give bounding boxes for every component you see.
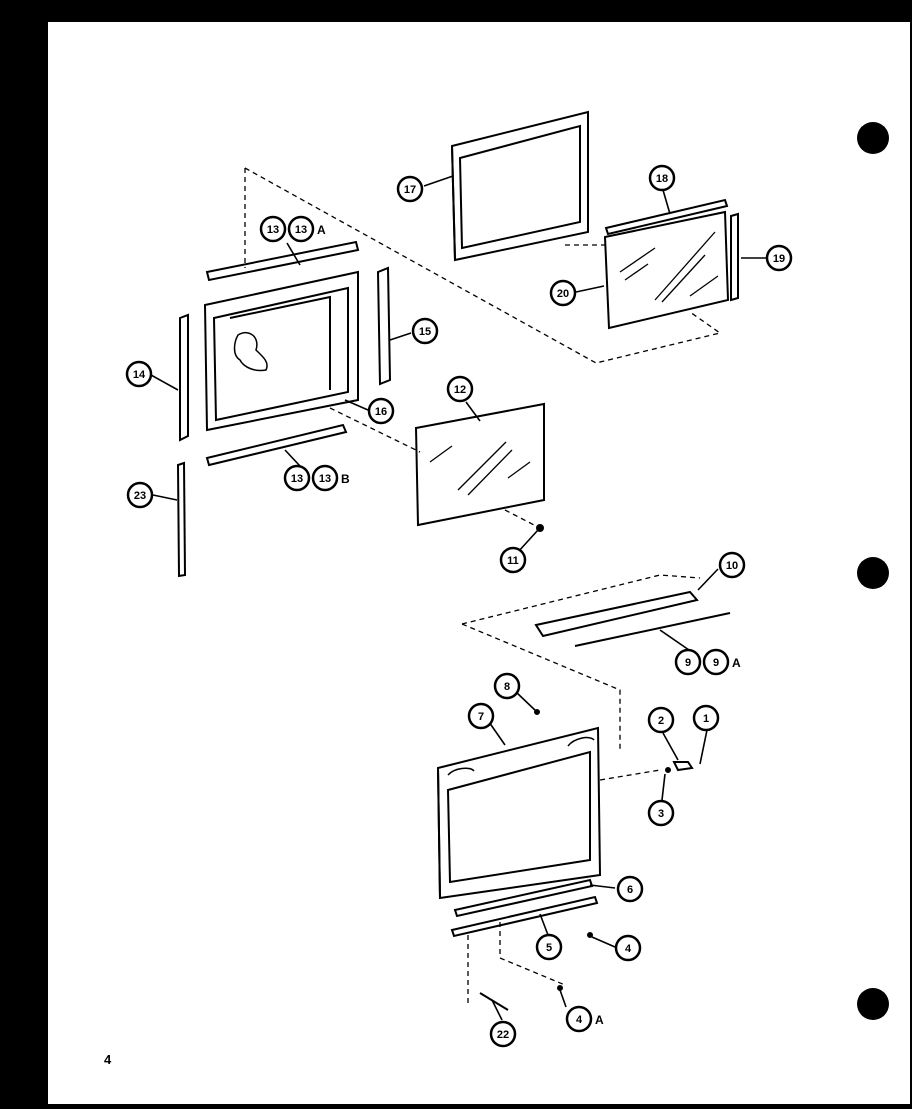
callout-22: 22	[489, 1020, 517, 1048]
callout-2-text: 2	[658, 715, 664, 727]
callout-9: 9	[674, 648, 702, 676]
callout-1: 1	[692, 704, 720, 732]
callout-17-text: 17	[404, 184, 416, 196]
part-20-outer-glass	[603, 210, 730, 330]
callout-9a-text: 9	[713, 657, 719, 669]
callout-11-text: 11	[507, 555, 519, 567]
callout-13b-text: 13	[319, 473, 331, 485]
callout-9a-suffix: A	[732, 656, 741, 670]
part-13-13b-bottom-channel	[205, 423, 348, 467]
callout-13-lower: 13	[283, 464, 311, 492]
part-17-mounting-frame	[450, 110, 589, 262]
callout-4: 4	[614, 934, 642, 962]
callout-4a-suffix: A	[595, 1013, 604, 1027]
callout-5-text: 5	[546, 942, 552, 954]
callout-4a: 4	[565, 1005, 593, 1033]
part-19-side-trim	[730, 212, 739, 302]
callout-7-text: 7	[478, 711, 484, 723]
callout-13b: 13	[311, 464, 339, 492]
callout-3: 3	[647, 799, 675, 827]
part-12-inner-glass	[414, 402, 545, 527]
callout-13-text: 13	[267, 224, 279, 236]
callout-8-text: 8	[504, 681, 510, 693]
callout-10: 10	[718, 551, 746, 579]
callout-13-lower-text: 13	[291, 473, 303, 485]
part-11-screw	[536, 524, 544, 532]
part-4-screw	[587, 932, 593, 938]
leader-lines	[150, 175, 766, 1021]
callout-15-text: 15	[419, 326, 431, 338]
callout-16-text: 16	[375, 406, 387, 418]
part-14-left-trim	[179, 313, 189, 442]
callout-16: 16	[367, 397, 395, 425]
callout-13: 13	[259, 215, 287, 243]
callout-19: 19	[765, 244, 793, 272]
part-9-9a-rod	[574, 612, 731, 647]
callout-13b-suffix: B	[341, 472, 350, 486]
explosion-guide-lines	[244, 167, 722, 1005]
callout-9a: 9	[702, 648, 730, 676]
callout-23: 23	[126, 481, 154, 509]
part-16-door-frame	[203, 270, 359, 432]
callout-8: 8	[493, 672, 521, 700]
callout-20-text: 20	[557, 288, 569, 300]
callout-6-text: 6	[627, 884, 633, 896]
page-number: 4	[104, 1052, 112, 1067]
callout-15: 15	[411, 317, 439, 345]
callout-13a-text: 13	[295, 224, 307, 236]
binder-hole-top	[857, 122, 889, 154]
callout-14: 14	[125, 360, 153, 388]
part-18-top-trim	[604, 198, 729, 236]
callout-18-text: 18	[656, 173, 668, 185]
callout-22-text: 22	[497, 1029, 509, 1041]
binder-hole-middle	[857, 557, 889, 589]
callout-12-text: 12	[454, 384, 466, 396]
part-13-13a-top-channel	[205, 240, 360, 282]
callout-12: 12	[446, 375, 474, 403]
part-7-lower-door-frame	[436, 726, 602, 900]
callout-13a-suffix: A	[317, 223, 326, 237]
callout-20: 20	[549, 279, 577, 307]
callout-1-text: 1	[703, 713, 709, 725]
part-23-vertical-strip	[176, 461, 187, 578]
handle-hardware	[665, 761, 694, 773]
callout-4a-text: 4	[576, 1014, 583, 1026]
paper-background	[48, 22, 910, 1104]
callout-10-text: 10	[726, 560, 738, 572]
callout-14-text: 14	[133, 369, 146, 381]
callout-6: 6	[616, 875, 644, 903]
callout-17: 17	[396, 175, 424, 203]
binder-hole-bottom	[857, 988, 889, 1020]
callout-13a: 13	[287, 215, 315, 243]
part-10-upper-rail	[534, 590, 699, 638]
callout-4-text: 4	[625, 943, 632, 955]
callout-3-text: 3	[658, 808, 664, 820]
part-15-right-trim	[376, 266, 392, 386]
callout-2: 2	[647, 706, 675, 734]
callout-18: 18	[648, 164, 676, 192]
part-4a-screw	[557, 985, 563, 991]
callout-9-text: 9	[685, 657, 691, 669]
callout-5: 5	[535, 933, 563, 961]
part-5-bottom-rail	[450, 895, 599, 938]
callout-7: 7	[467, 702, 495, 730]
callout-11: 11	[499, 546, 527, 574]
callout-19-text: 19	[773, 253, 785, 265]
callout-23-text: 23	[134, 490, 146, 502]
part-22-pin	[479, 992, 509, 1011]
